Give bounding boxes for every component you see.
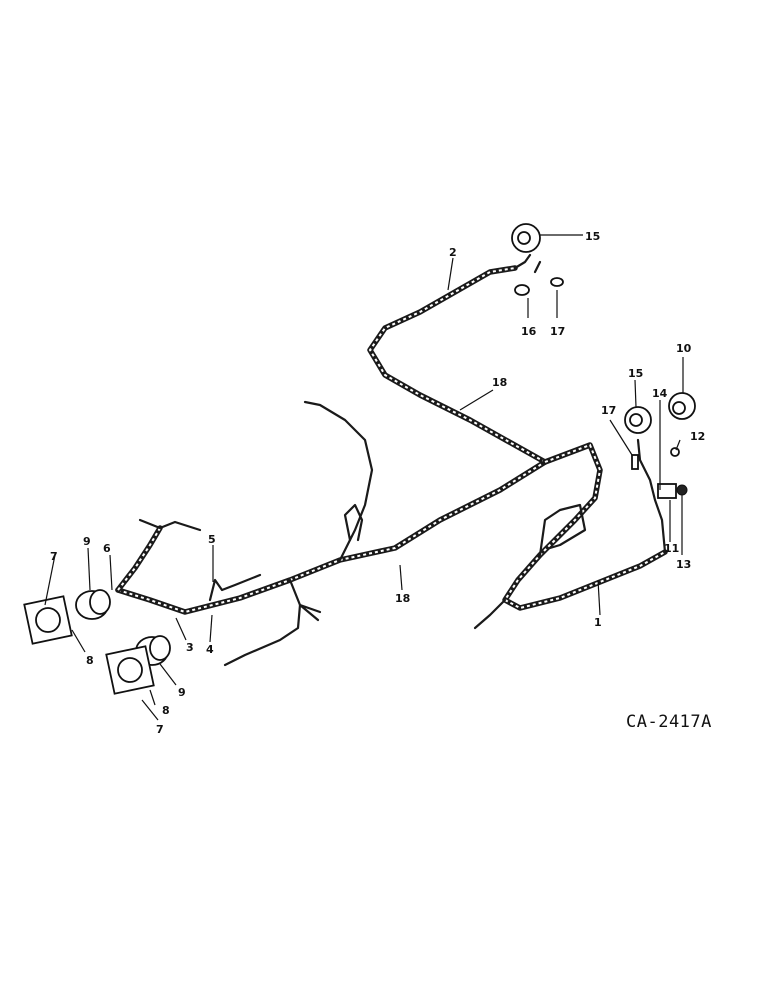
callout-14: 14 [652, 387, 668, 400]
callout-5: 5 [208, 533, 216, 546]
callout-7-upper: 7 [50, 550, 58, 563]
callout-8-upper: 8 [86, 654, 94, 667]
callout-17-top: 17 [550, 325, 565, 338]
left-harness [115, 525, 163, 593]
upper-harness-18 [367, 265, 548, 465]
callout-2: 2 [449, 246, 457, 259]
lamp-9-lower [135, 635, 171, 666]
gasket-7-lower [105, 645, 155, 695]
lamp-9-upper [75, 589, 111, 620]
lamp-10 [668, 392, 696, 420]
callout-15-top: 15 [585, 230, 600, 243]
callout-16: 16 [521, 325, 537, 338]
small-parts [514, 277, 680, 470]
callout-10: 10 [676, 342, 692, 355]
callout-7-lower: 7 [156, 723, 164, 736]
harness-1 [502, 442, 668, 611]
branch-wires [138, 253, 667, 667]
gasket-7-upper [23, 595, 73, 645]
callout-12: 12 [690, 430, 705, 443]
callout-18-upper: 18 [492, 376, 507, 389]
main-harness-18 [115, 459, 548, 615]
callout-9-lower: 9 [178, 686, 186, 699]
callout-8-lower: 8 [162, 704, 170, 717]
callout-4: 4 [206, 643, 214, 656]
callout-18-lower: 18 [395, 592, 410, 605]
lamp-15-right [624, 406, 652, 434]
leader-lines [44, 234, 684, 721]
callout-3: 3 [186, 641, 194, 654]
drawing-code: CA-2417A [626, 712, 712, 732]
callout-15-right: 15 [628, 367, 643, 380]
callout-11: 11 [664, 542, 679, 555]
callout-6: 6 [103, 542, 111, 555]
lamp-15-top [511, 223, 541, 253]
callout-1: 1 [594, 616, 602, 629]
callout-17-right: 17 [601, 404, 616, 417]
callout-9-upper: 9 [83, 535, 91, 548]
callout-labels: 15 2 16 17 18 10 15 14 17 12 11 13 1 18 … [50, 230, 705, 736]
callout-13: 13 [676, 558, 691, 571]
switch-11-13 [657, 483, 688, 499]
